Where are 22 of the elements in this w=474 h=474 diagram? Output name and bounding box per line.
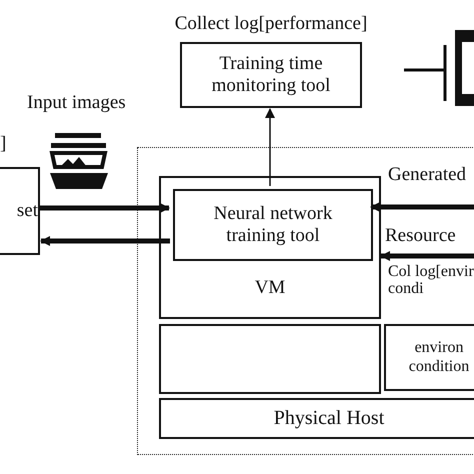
- process-box: [180, 42, 362, 108]
- arrow: [370, 202, 474, 212]
- arrow: [380, 251, 474, 261]
- box-caption: Collect log[performance]: [174, 14, 368, 34]
- box-label: Training time monitoring tool: [210, 53, 332, 97]
- text-label: Col log[envir condi: [388, 264, 474, 298]
- process-box: [384, 324, 474, 391]
- process-box: [173, 189, 373, 261]
- box-label: environ condition: [408, 339, 470, 376]
- process-box: [159, 176, 381, 319]
- arrow: [40, 236, 170, 246]
- box-caption: ]: [0, 134, 8, 154]
- process-box: [159, 324, 381, 394]
- arrow: [40, 203, 170, 213]
- text-label: Input images: [27, 93, 126, 113]
- box-label: Neural network training tool: [212, 203, 334, 247]
- dotted-boundary-box: [137, 147, 474, 455]
- arrow: [265, 108, 275, 186]
- box-label: VM: [254, 277, 286, 299]
- process-box: [159, 398, 474, 439]
- box-label: Physical Host: [274, 407, 384, 430]
- box-label: set: [16, 200, 38, 222]
